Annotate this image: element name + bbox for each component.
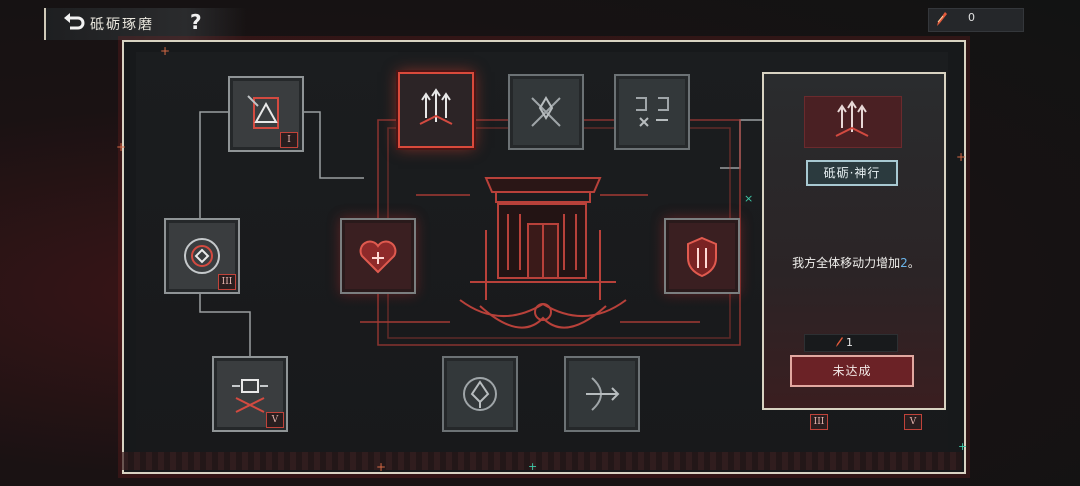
arrows-up-fan-icon [835, 100, 869, 137]
crossed-blades-icon [531, 96, 561, 127]
heart-plus-icon [359, 240, 397, 274]
help-button[interactable]: ? [190, 10, 202, 34]
tier-badge: I [280, 132, 298, 148]
skill-description-value: 2 [900, 256, 908, 270]
decor-plus-icon: + [528, 460, 538, 473]
skill-description-text: 我方全体移动力增加 [792, 256, 901, 270]
skill-node[interactable] [508, 74, 584, 150]
back-arrow-icon[interactable] [62, 12, 86, 34]
page-title: 砥砺琢磨 [90, 17, 154, 33]
decor-cross-icon: × [744, 192, 754, 205]
skill-node[interactable] [442, 356, 518, 432]
decor-plus-icon: + [376, 460, 387, 474]
tier-badge: III [218, 274, 236, 290]
decor-plus-icon: + [956, 150, 967, 164]
skill-node-selected[interactable] [398, 72, 474, 148]
currency-value: 0 [968, 11, 975, 24]
triangle-sigil-icon [247, 95, 279, 129]
skull-crossbones-icon [232, 379, 268, 413]
unlock-button[interactable]: 未达成 [790, 355, 914, 387]
skill-node[interactable] [614, 74, 690, 150]
skill-description-suffix: 。 [907, 256, 920, 270]
shield-emblem-icon [687, 236, 717, 278]
spade-circle-icon [463, 377, 497, 411]
skill-description: 我方全体移动力增加2。 [776, 254, 936, 271]
skill-node[interactable] [664, 218, 740, 294]
feather-quill-icon [836, 337, 843, 347]
temple-gate-icon [459, 177, 627, 329]
target-circle-icon [184, 238, 220, 274]
skill-node[interactable]: I [228, 76, 304, 152]
decor-plus-icon: + [160, 44, 171, 58]
decor-plus-icon: + [958, 440, 968, 453]
skill-cost-value: 1 [846, 336, 853, 349]
tier-badge: V [266, 412, 284, 428]
tier-badge: V [904, 414, 922, 430]
currency-display [928, 8, 1024, 32]
skill-node[interactable]: III [164, 218, 240, 294]
bow-arrow-icon [586, 377, 620, 411]
board-bottom-trim [122, 452, 962, 470]
skill-node[interactable] [564, 356, 640, 432]
arrows-up-fan-icon [419, 88, 453, 125]
tier-badge: III [810, 414, 828, 430]
skill-node[interactable]: V [212, 356, 288, 432]
glyph-pattern-icon [636, 97, 669, 127]
skill-node[interactable] [340, 218, 416, 294]
skill-name-label: 砥砺·神行 [806, 160, 898, 186]
skill-cost-box [804, 334, 898, 352]
decor-plus-icon: + [116, 140, 127, 154]
top-bar [44, 8, 246, 40]
feather-quill-icon [937, 12, 947, 26]
